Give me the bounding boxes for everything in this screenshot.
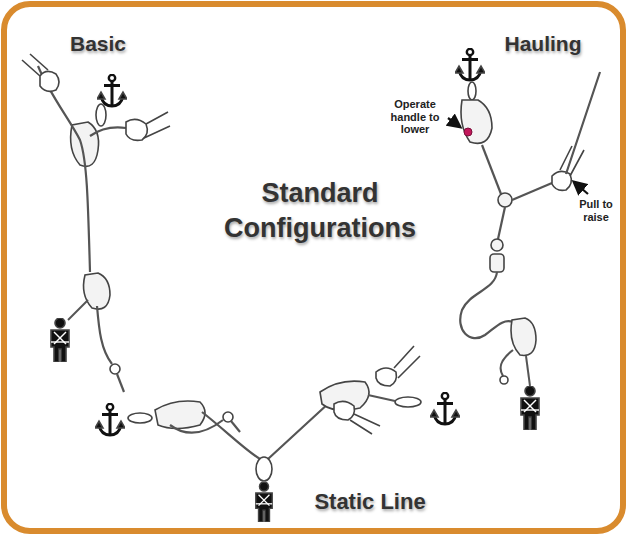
hauling-rope [566,72,600,174]
callout-note: Pull to raise [574,198,618,223]
carabiner [256,457,272,481]
rope [90,127,126,136]
static-line-setup [95,346,460,522]
carabiner [128,413,152,423]
basic-setup [22,54,170,392]
rope [38,66,90,272]
carabiner [96,104,106,126]
sling [368,395,395,401]
section-heading: Static Line [295,488,445,517]
worker-symbol [521,386,539,430]
rope-tail [231,421,240,432]
sleeve [350,414,380,434]
section-heading: Basic [43,30,153,57]
lanyard [68,300,88,320]
knot [110,364,120,374]
diagram-title: Standard Configurations [205,176,435,246]
pulley [498,193,512,207]
anchor-symbol [430,393,460,424]
rope-loop [460,272,513,338]
static-rope [202,402,330,459]
worker-symbol [256,482,272,522]
anchor-symbol [455,49,485,80]
carabiner [468,82,476,100]
hand [376,368,396,386]
rope-grab [84,273,110,309]
hauling-rope [512,183,552,200]
anchor-symbol [97,75,127,106]
hand [552,171,571,190]
sleeve [560,146,584,176]
worker-symbol [51,318,69,362]
frame-border [4,4,623,531]
hand [334,401,354,420]
knot [500,376,508,384]
rope-tail [500,350,513,376]
section-heading: Hauling [488,30,598,57]
handle-dot [464,128,472,136]
callout-note: Operate handle to lower [383,98,447,136]
rope [97,306,112,364]
rope [498,207,505,239]
descender-device [461,100,492,143]
sleeve [394,346,420,378]
carabiner [395,397,421,407]
rope-grab [511,318,536,355]
knot [223,412,233,422]
sleeve [22,54,48,76]
pulley [491,239,503,251]
anchor-symbol [95,404,125,435]
hauling-setup [455,49,600,430]
line-tensioner [155,401,205,429]
rope-grab [490,254,504,272]
rope-tail [117,374,124,392]
rope [482,145,501,194]
sleeve [144,112,170,138]
callout-arrow [448,118,460,127]
callout-arrow [574,182,588,194]
hand [40,71,59,91]
lanyard [526,356,530,386]
